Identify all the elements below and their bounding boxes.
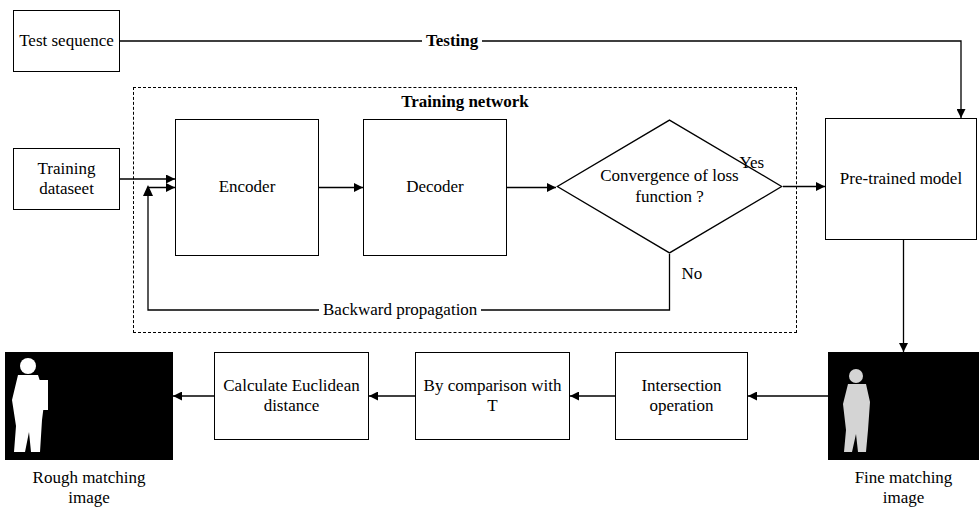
rough-image-ground [5,352,173,460]
edge-label: Yes [736,153,769,173]
input-box: Test sequence [13,10,120,72]
fine-silhouette [843,369,870,452]
box-label: Training dataseet [18,159,115,200]
connector [783,186,825,187]
connector [120,178,175,179]
process-box: Calculate Euclidean distance [214,352,369,440]
box-label: Convergence of loss function ? [599,166,740,207]
process-box: By comparison with T [415,352,570,440]
connector [120,41,961,118]
image-caption: Rough matching image [19,468,159,509]
connector [369,395,415,396]
edge-label: Backward propagation [319,300,481,320]
branch-label: No [678,264,707,284]
decision-diamond: Convergence of loss function ? [556,119,783,254]
box-label: Intersection operation [620,376,743,417]
fine-image-ground [828,352,979,460]
process-box: Decoder [363,119,507,256]
connector [319,187,363,188]
box-label: By comparison with T [420,376,565,417]
input-box: Training dataseet [13,148,120,210]
group-box: Encoder Decoder Convergence of loss functi… [133,87,797,333]
connector [748,395,828,396]
box-label: Calculate Euclidean distance [219,376,364,417]
box-label: Encoder [219,177,276,197]
box-label: Test sequence [19,31,114,51]
connector [903,240,904,352]
connector [570,395,615,396]
connector [507,187,556,188]
image-box: Rough matching image [5,352,173,460]
process-box: Pre-trained model [825,118,977,240]
image-box: Fine matching image [828,352,979,460]
rough-silhouette [12,358,48,452]
group-heading: Training network [401,92,529,112]
process-box: Encoder [175,119,319,256]
connector [173,395,214,396]
box-label: Pre-trained model [840,169,962,189]
process-box: Intersection operation [615,352,748,440]
box-label: Decoder [406,177,464,197]
edge-label: Testing [422,31,482,51]
image-caption: Fine matching image [834,468,974,509]
